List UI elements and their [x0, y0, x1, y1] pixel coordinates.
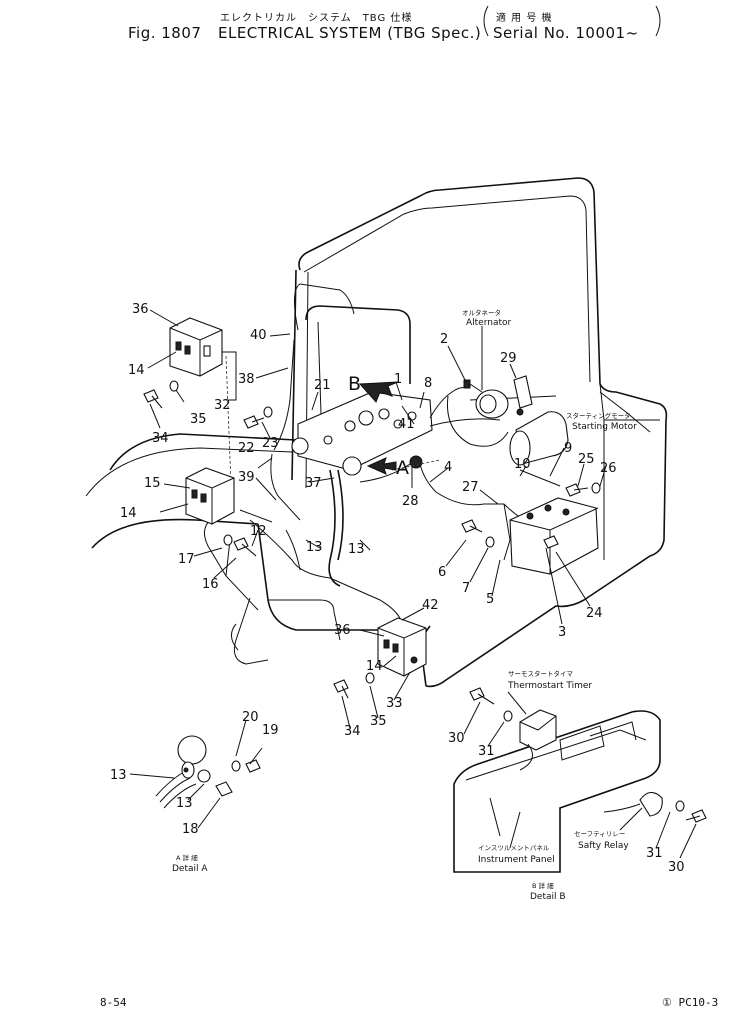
figure-number: Fig. 1807	[128, 24, 202, 42]
part-callout-36: 36	[132, 302, 149, 317]
figure-title: ELECTRICAL SYSTEM (TBG Spec.)	[218, 24, 482, 42]
detail-b-drawing	[453, 709, 663, 873]
wiring-harness	[225, 283, 561, 625]
part-callout-29: 29	[500, 351, 517, 366]
part-callout-22: 22	[238, 441, 255, 456]
part-callout-16: 16	[202, 577, 219, 592]
part-callout-25: 25	[578, 452, 595, 467]
view-a-letter: A	[396, 457, 409, 479]
detail-b-label: Detail B	[530, 892, 566, 902]
part-callout-14: 14	[120, 506, 137, 521]
part-callout-32: 32	[214, 398, 231, 413]
part-callout-3: 3	[558, 625, 566, 640]
part-callout-6: 6	[438, 565, 446, 580]
part-callout-31: 31	[646, 846, 663, 861]
part-callout-23: 23	[262, 436, 279, 451]
relay-box-upper	[169, 317, 223, 377]
part-callout-13: 13	[306, 540, 323, 555]
part-callout-38: 38	[238, 372, 255, 387]
instrument-panel-label: Instrument Panel	[478, 855, 555, 865]
alternator	[463, 379, 509, 419]
part-callout-37: 37	[305, 476, 322, 491]
part-callout-17: 17	[178, 552, 195, 567]
alternator-label: Alternator	[466, 318, 512, 328]
part-callout-34: 34	[152, 431, 169, 446]
detail-b-label-jp: B 詳 細	[532, 881, 554, 890]
serial-range: Serial No. 10001~	[493, 24, 639, 42]
part-callout-7: 7	[462, 581, 470, 596]
leader-lines	[129, 309, 697, 859]
part-callout-13: 13	[348, 542, 365, 557]
part-callout-4: 4	[444, 460, 452, 475]
part-callout-14: 14	[128, 363, 145, 378]
component-labels: オルタネータ Alternator スターティングモータ Starting Mo…	[172, 308, 637, 902]
part-callout-14: 14	[366, 659, 383, 674]
part-callout-10: 10	[514, 457, 531, 472]
part-callout-26: 26	[600, 461, 617, 476]
applicable-serial-jp: 適 用 号 機	[496, 13, 553, 24]
part-callout-15: 15	[144, 476, 161, 491]
serial-open-bracket	[483, 5, 489, 37]
view-arrow-b	[358, 381, 399, 403]
part-callout-35: 35	[370, 714, 387, 729]
safety-relay-label-jp: セーフティリレー	[574, 830, 625, 838]
starting-motor	[509, 375, 569, 466]
starting-motor-label: Starting Motor	[572, 422, 637, 432]
view-b-letter: B	[348, 373, 361, 395]
part-callout-33: 33	[386, 696, 403, 711]
part-callout-20: 20	[242, 710, 259, 725]
part-callout-1: 1	[394, 372, 402, 387]
part-callout-28: 28	[402, 494, 419, 509]
part-callout-13: 13	[176, 796, 193, 811]
part-callout-9: 9	[564, 441, 572, 456]
thermostart-timer-label-jp: サーモスタートタイマ	[508, 669, 574, 678]
detail-a-label: Detail A	[172, 864, 208, 874]
part-callout-40: 40	[250, 328, 267, 343]
starting-motor-label-jp: スターティングモータ	[566, 411, 631, 420]
model-code: ① PC10-3	[662, 996, 719, 1009]
alternator-label-jp: オルタネータ	[462, 308, 501, 317]
relay-box-middle	[185, 467, 235, 525]
part-callout-5: 5	[486, 592, 494, 607]
part-callout-18: 18	[182, 822, 199, 837]
part-callout-30: 30	[448, 731, 465, 746]
part-callout-41: 41	[398, 417, 415, 432]
part-callout-30: 30	[668, 860, 685, 875]
instrument-panel-label-jp: インスツルメントパネル	[478, 844, 550, 852]
part-callout-13: 13	[110, 768, 127, 783]
part-callout-27: 27	[462, 480, 479, 495]
detail-a-label-jp: A 詳 細	[176, 853, 198, 862]
thermostart-timer-label: Thermostart Timer	[507, 681, 592, 691]
part-callout-34: 34	[344, 724, 361, 739]
serial-close-bracket	[655, 5, 661, 37]
part-callout-31: 31	[478, 744, 495, 759]
relay-box-lower	[377, 617, 427, 677]
part-callout-8: 8	[424, 376, 432, 391]
part-callout-42: 42	[422, 598, 439, 613]
detail-a-drawing	[155, 735, 233, 809]
part-callout-39: 39	[238, 470, 255, 485]
battery	[509, 497, 599, 575]
part-callout-21: 21	[314, 378, 331, 393]
part-callout-19: 19	[262, 723, 279, 738]
page-number: 8-54	[100, 996, 127, 1009]
part-callout-24: 24	[586, 606, 603, 621]
safety-relay-label: Safty Relay	[578, 841, 629, 851]
part-callout-12: 12	[250, 524, 267, 539]
view-arrow-a	[366, 457, 397, 475]
part-callout-2: 2	[440, 332, 448, 347]
japanese-title: エレクトリカル システム TBG 仕様	[220, 13, 413, 24]
part-callout-36: 36	[334, 623, 351, 638]
bolts-and-washers	[143, 380, 707, 823]
part-callout-35: 35	[190, 412, 207, 427]
